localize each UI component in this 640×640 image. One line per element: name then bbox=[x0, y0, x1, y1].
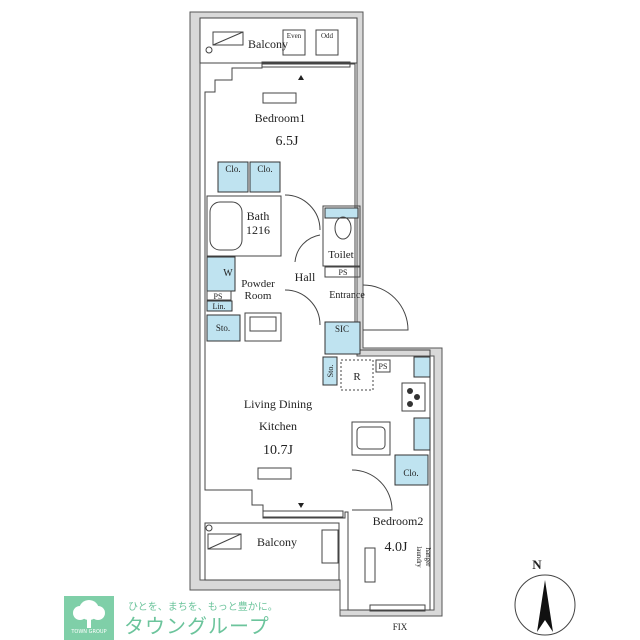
compass bbox=[514, 574, 576, 636]
aircon-diagonal bbox=[207, 533, 242, 550]
bath-size: 1216 bbox=[246, 223, 270, 237]
balcony-top-label: Balcony bbox=[248, 37, 288, 51]
r-label: R bbox=[353, 371, 361, 383]
closet-bedroom2[interactable] bbox=[394, 454, 429, 486]
bathtub-icon bbox=[209, 201, 243, 251]
toilet-room bbox=[322, 205, 361, 267]
sto-left-label: Sto. bbox=[216, 323, 230, 333]
washer-space bbox=[206, 256, 236, 292]
shoe-closet[interactable] bbox=[324, 321, 361, 355]
partition-panel bbox=[321, 529, 339, 564]
sic-label: SIC bbox=[335, 324, 349, 334]
clo2-label: Clo. bbox=[257, 164, 272, 174]
storage-left[interactable] bbox=[206, 314, 241, 342]
ldk-label-1: Living Dining bbox=[244, 397, 312, 411]
basin bbox=[249, 316, 277, 332]
balcony-top bbox=[199, 17, 358, 64]
burner-icon bbox=[407, 388, 413, 394]
bedroom1-label: Bedroom1 bbox=[255, 111, 306, 125]
closet-1[interactable] bbox=[217, 161, 249, 193]
laundry-label-1: laundry bbox=[415, 546, 423, 568]
powder-room-label-2: Room bbox=[245, 290, 272, 302]
ps-toilet bbox=[324, 266, 361, 278]
kitchen-sink-area bbox=[351, 421, 391, 456]
sto-kitchen-label: Sto. bbox=[326, 365, 335, 378]
toilet-door[interactable] bbox=[294, 234, 321, 263]
kitchen-cabinet-upper bbox=[413, 356, 431, 378]
balcony-bottom bbox=[204, 522, 340, 581]
sink-icon bbox=[356, 426, 386, 450]
logo-tree-icon bbox=[64, 596, 114, 640]
bedroom1-size: 6.5J bbox=[276, 134, 300, 149]
door-swing[interactable] bbox=[284, 194, 321, 231]
toilet-icon bbox=[334, 216, 352, 240]
north-arrow-icon bbox=[537, 580, 553, 632]
w-label: W bbox=[223, 268, 233, 279]
stove-icon bbox=[401, 382, 426, 412]
balcony-bottom-label: Balcony bbox=[257, 535, 297, 549]
storage-kitchen[interactable] bbox=[322, 356, 338, 386]
hall-label: Hall bbox=[295, 270, 316, 284]
closet-2[interactable] bbox=[249, 161, 281, 193]
ps-kitchen bbox=[375, 359, 391, 373]
ps-toilet-label: PS bbox=[339, 268, 348, 277]
aircon-outdoor bbox=[207, 533, 242, 550]
even-label: Even bbox=[287, 32, 302, 40]
toilet-tank bbox=[324, 207, 359, 219]
window-bedroom1[interactable] bbox=[261, 61, 351, 68]
aircon-bed1 bbox=[262, 92, 297, 104]
aircon-ldk bbox=[257, 467, 292, 480]
direction-arrow-icon bbox=[298, 75, 304, 80]
linen bbox=[206, 300, 233, 312]
bedroom2-size: 4.0J bbox=[385, 540, 409, 555]
ps-left bbox=[206, 290, 232, 301]
trash-odd bbox=[315, 29, 339, 56]
ldk-label-2: Kitchen bbox=[259, 419, 297, 433]
aircon-bed2 bbox=[364, 547, 376, 583]
powder-door[interactable] bbox=[284, 289, 321, 326]
bedroom2-door[interactable] bbox=[351, 469, 393, 511]
kitchen-cabinet-lower bbox=[413, 417, 431, 451]
fix-label: FIX bbox=[393, 622, 408, 632]
fridge-space bbox=[340, 359, 374, 391]
logo-sub: TOWN GROUP bbox=[71, 629, 107, 635]
ps-left-label: PS bbox=[214, 292, 223, 301]
aircon-diagonal bbox=[212, 31, 244, 46]
burner-icon bbox=[414, 394, 420, 400]
ldk-size: 10.7J bbox=[263, 443, 294, 458]
bath-label: Bath bbox=[247, 209, 270, 223]
trash-even bbox=[282, 29, 306, 56]
clo-bed2-label: Clo. bbox=[403, 468, 418, 478]
drain-icon bbox=[205, 46, 213, 54]
logo-name: タウングループ bbox=[124, 614, 270, 638]
entrance-label: Entrance bbox=[329, 290, 365, 301]
entrance-door[interactable] bbox=[362, 284, 409, 331]
laundry-label-2: hanger bbox=[424, 547, 432, 567]
window-fix[interactable] bbox=[369, 604, 426, 612]
bedroom2-label: Bedroom2 bbox=[373, 514, 424, 528]
ps-kitchen-label: PS bbox=[379, 362, 388, 371]
toilet-label: Toilet bbox=[328, 249, 354, 261]
north-label: N bbox=[532, 557, 542, 572]
drain-icon bbox=[205, 524, 213, 532]
aircon-unit bbox=[212, 31, 244, 46]
clo1-label: Clo. bbox=[225, 164, 240, 174]
interior-outline bbox=[204, 63, 431, 611]
bath-room bbox=[206, 195, 282, 257]
logo-tagline: ひとを、まちを、もっと豊かに。 bbox=[128, 602, 278, 613]
powder-room-label-1: Powder bbox=[241, 278, 275, 290]
odd-label: Odd bbox=[321, 32, 334, 40]
wash-basin-icon bbox=[244, 312, 282, 342]
direction-arrow-icon bbox=[298, 503, 304, 508]
window-ldk[interactable] bbox=[262, 510, 344, 518]
lin-label: Lin. bbox=[212, 302, 225, 311]
burner-icon bbox=[407, 401, 413, 407]
